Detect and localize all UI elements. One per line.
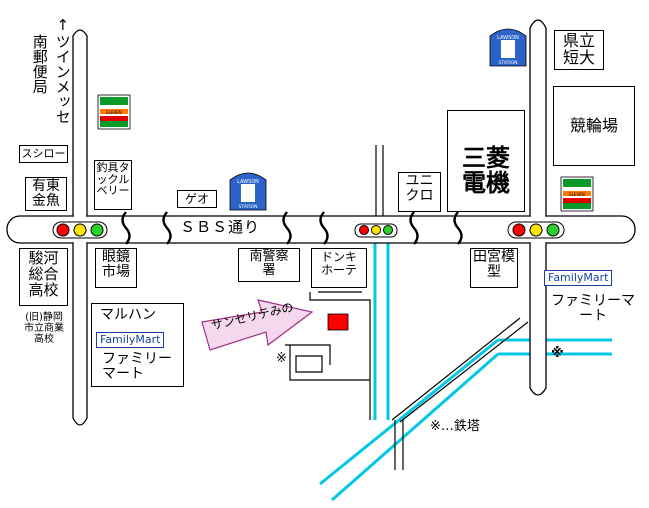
- tower-legend: ※…鉄塔: [430, 419, 480, 434]
- svg-text:STATION: STATION: [239, 204, 258, 210]
- tower-mark-right: ※: [551, 346, 564, 361]
- lawson-logo-top-right: LAWSON STATION: [489, 28, 527, 67]
- sbs-road-label: ＳＢＳ通り: [180, 218, 261, 236]
- traffic-light-right: [507, 221, 565, 239]
- maruhan-familymart-box: マルハン FamilyMart ファミリーマート: [91, 303, 184, 387]
- familymart-logo-right: FamilyMart: [544, 270, 613, 286]
- side-roads: [285, 145, 529, 470]
- seven-eleven-logo-left: ELEVEN: [97, 94, 131, 130]
- river: [319, 243, 612, 502]
- keirin-label: 競輪場: [553, 86, 635, 166]
- tamiya-label: 田宮模型: [470, 248, 518, 288]
- svg-text:ELEVEN: ELEVEN: [569, 192, 585, 197]
- familymart-logo-left: FamilyMart: [96, 332, 165, 348]
- twin-messe-direction: ↑ツインメッセ: [53, 16, 72, 124]
- seven-eleven-logo-right: ELEVEN: [560, 176, 594, 212]
- vertical-roads: [72, 19, 547, 426]
- sunga-school-label: 駿河総合高校: [19, 248, 68, 306]
- donki-label: ドンキホーテ: [311, 248, 367, 288]
- svg-text:LAWSON: LAWSON: [237, 179, 259, 185]
- tsurigu-label: 釣具タックルベリー: [94, 160, 132, 210]
- tower-mark-center: ※: [276, 351, 287, 366]
- uniqlo-label: ユニクロ: [398, 172, 441, 212]
- destination-marker: [327, 313, 349, 331]
- old-school-label: (旧)静岡市立商業高校: [24, 312, 64, 345]
- traffic-light-left: [52, 221, 108, 239]
- kingyo-label: 有東金魚: [25, 177, 67, 211]
- destination-arrow: [201, 299, 314, 351]
- megane-label: 眼鏡市場: [95, 248, 137, 288]
- familymart-left-label: ファミリーマート: [102, 351, 172, 382]
- traffic-light-center: [354, 223, 398, 238]
- road-squiggles: [121, 211, 463, 245]
- svg-text:LAWSON: LAWSON: [497, 35, 519, 41]
- svg-text:ELEVEN: ELEVEN: [106, 110, 122, 115]
- sushiro-label: スシロー: [19, 145, 68, 163]
- maruhan-label: マルハン: [100, 307, 156, 323]
- police-label: 南警察署: [238, 248, 300, 282]
- svg-text:STATION: STATION: [499, 60, 518, 66]
- post-office-label: 南郵便局: [30, 34, 49, 94]
- geo-label: ゲオ: [177, 190, 217, 208]
- lawson-logo-center: LAWSON STATION: [229, 172, 267, 211]
- mitsubishi-label: 三菱電機: [447, 110, 525, 212]
- familymart-right-label: ファミリーマート: [551, 293, 635, 324]
- kenritsu-tandai-label: 県立短大: [554, 30, 604, 70]
